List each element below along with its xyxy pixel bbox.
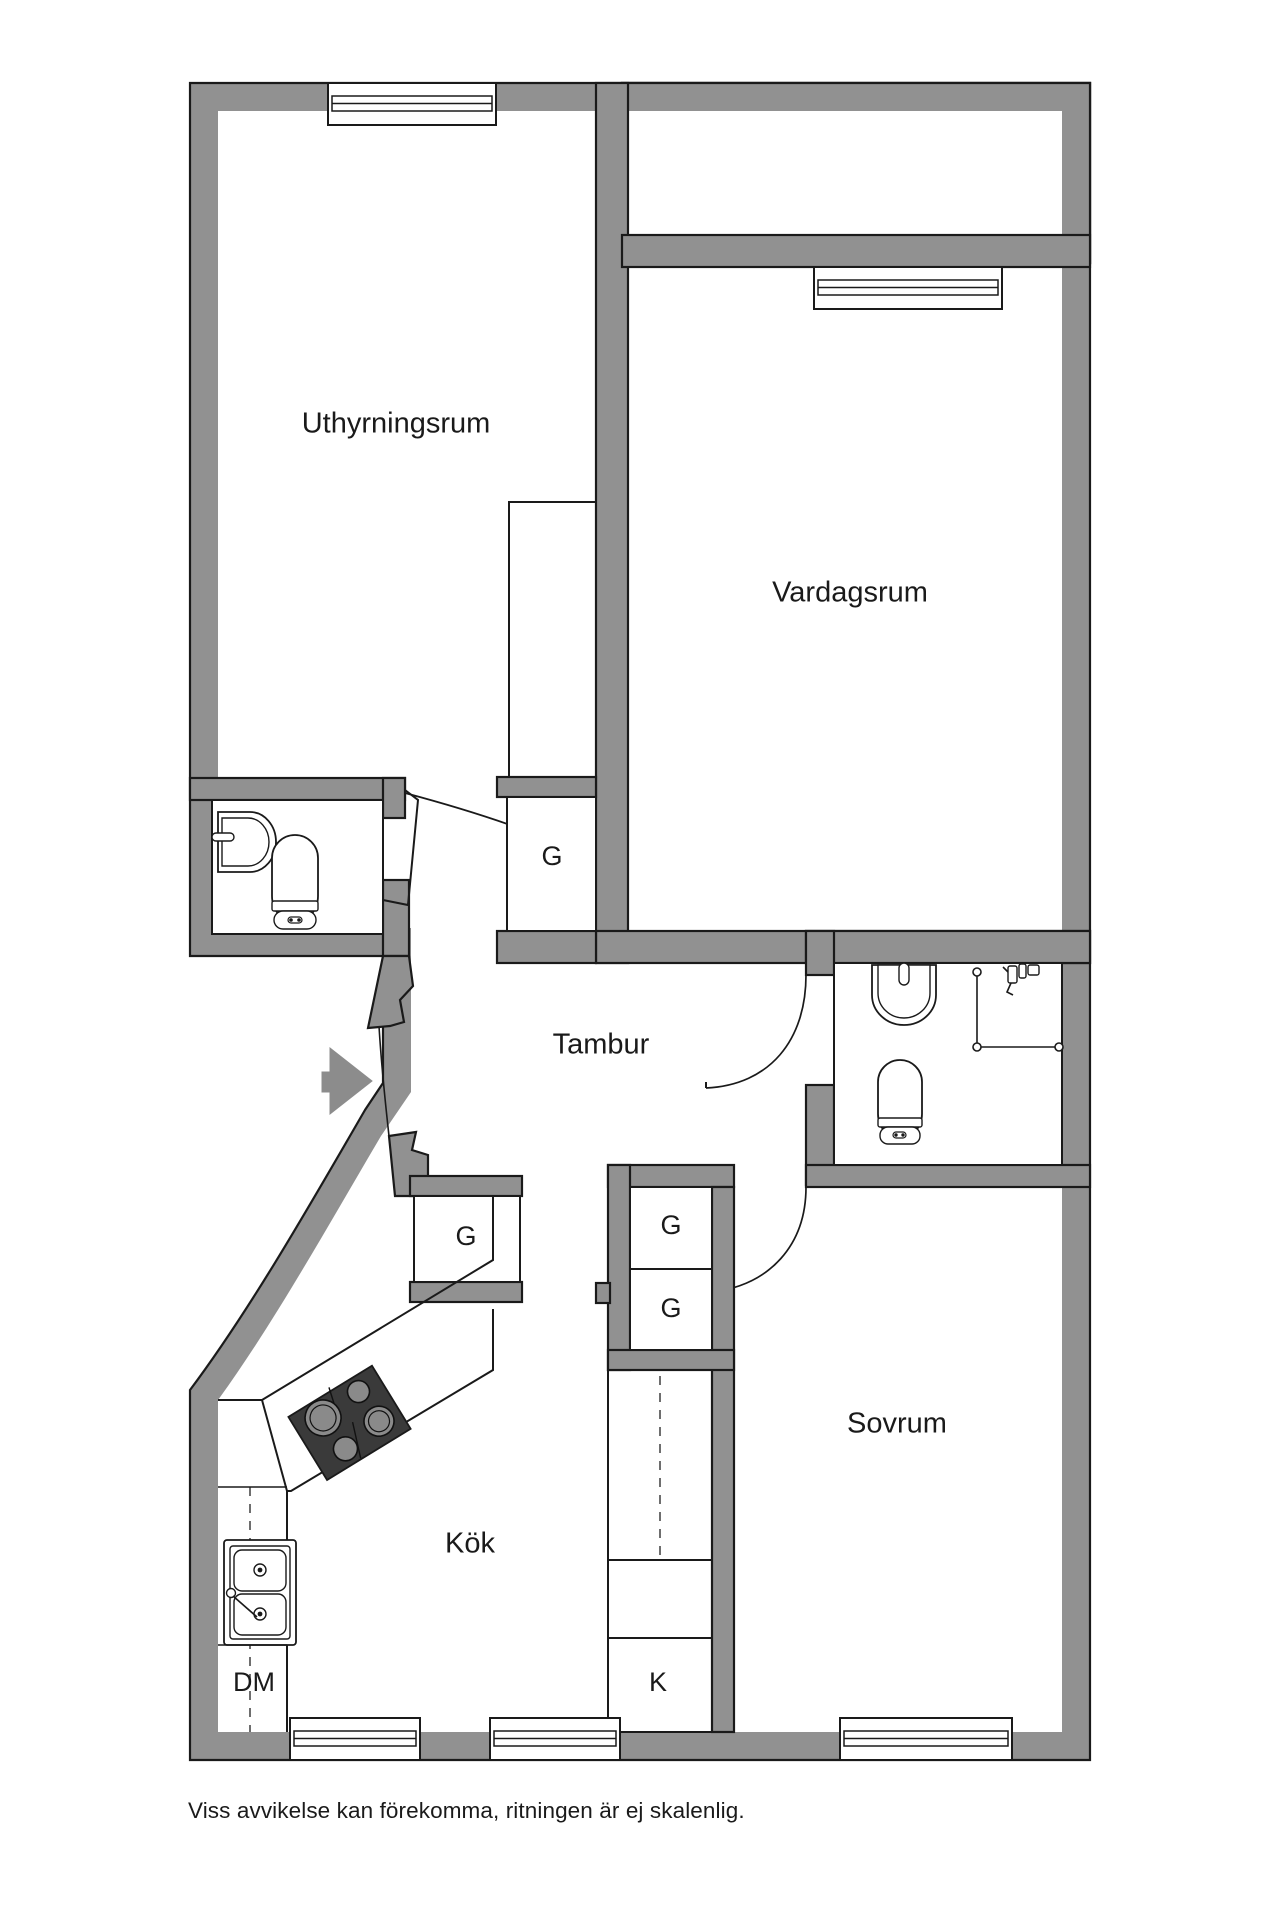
appliance-label-dishwasher: DM xyxy=(233,1667,275,1697)
window-kok-right xyxy=(489,1717,621,1761)
room-label-tambur: Tambur xyxy=(553,1029,650,1061)
room-label-sovrum: Sovrum xyxy=(847,1408,947,1440)
room-label-kok: Kök xyxy=(445,1528,495,1560)
sink-icon xyxy=(871,962,937,1026)
closet-label-hall-upper: G xyxy=(541,841,562,871)
wc-right xyxy=(705,929,1092,1293)
interior-structural-walls xyxy=(594,81,1092,965)
kitchen xyxy=(218,1196,494,1732)
disclaimer-footnote: Viss avvikelse kan förekomma, ritningen … xyxy=(188,1798,745,1823)
window-kok-left xyxy=(289,1717,421,1761)
appliance-labels: DM K xyxy=(233,1667,667,1697)
appliance-label-fridge: K xyxy=(649,1667,667,1697)
stove-icon xyxy=(287,1364,412,1482)
window-uthyrningsrum-top xyxy=(327,82,497,126)
fridge-freezer-column xyxy=(607,1369,713,1733)
closet-labels: G G G G xyxy=(455,841,681,1323)
closet-label-entry: G xyxy=(455,1221,476,1251)
wc-left xyxy=(188,776,553,958)
shower-head-icon xyxy=(1002,963,1040,996)
sink-icon xyxy=(211,811,277,873)
toilet-icon xyxy=(877,1059,923,1145)
shower-area xyxy=(972,967,1064,1052)
double-sink-icon xyxy=(223,1539,297,1646)
bedroom-closets xyxy=(594,1163,736,1734)
room-labels: Uthyrningsrum Vardagsrum Tambur Sovrum K… xyxy=(302,408,947,1560)
closet-hall-upper xyxy=(495,775,598,965)
closet-label-bedroom-top: G xyxy=(660,1210,681,1240)
room-label-vardagsrum: Vardagsrum xyxy=(772,577,928,609)
room-label-uthyrningsrum: Uthyrningsrum xyxy=(302,408,491,440)
entrance-arrow-icon xyxy=(321,1046,373,1116)
closet-label-bedroom-low: G xyxy=(660,1293,681,1323)
closet-entry xyxy=(408,1174,524,1304)
window-vardagsrum xyxy=(813,266,1003,310)
toilet-icon xyxy=(271,834,319,930)
window-sovrum xyxy=(839,1717,1013,1761)
